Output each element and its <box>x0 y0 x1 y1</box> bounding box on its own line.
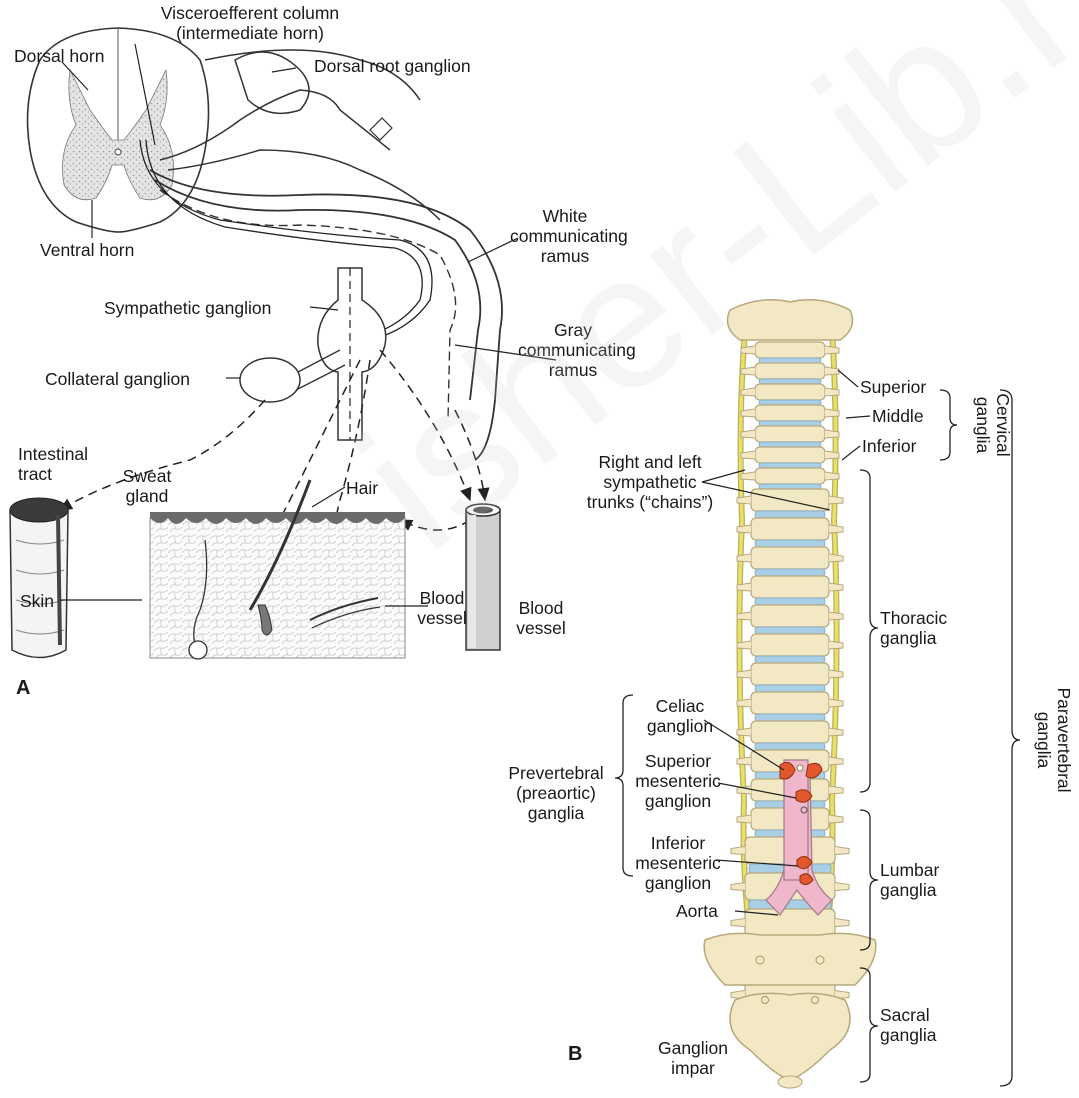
label-middle-cervical: Middle <box>872 406 924 426</box>
label-lumbar-ganglia: Lumbar ganglia <box>880 860 970 900</box>
label-ganglion-impar: Ganglion impar <box>648 1038 738 1078</box>
skin-block-shape <box>150 480 405 659</box>
label-ventral-horn: Ventral horn <box>40 240 134 260</box>
intervertebral-disc <box>759 400 821 405</box>
intervertebral-disc <box>755 540 825 547</box>
intervertebral-disc <box>759 379 821 384</box>
vertebra <box>755 426 825 442</box>
intestinal-tract-shape <box>10 498 68 658</box>
intervertebral-disc <box>755 743 825 750</box>
panel-a-artwork <box>10 28 556 659</box>
label-aorta: Aorta <box>676 901 718 921</box>
label-blood-vessel-skin: Blood vessel <box>406 588 478 628</box>
vertebra <box>751 518 829 540</box>
label-superior-cervical: Superior <box>860 377 926 397</box>
intervertebral-disc <box>755 627 825 634</box>
vertebra <box>755 363 825 379</box>
vertebra <box>751 547 829 569</box>
label-sacral-ganglia: Sacral ganglia <box>880 1005 970 1045</box>
vertebra <box>751 605 829 627</box>
vertebra <box>755 447 825 463</box>
intervertebral-disc <box>759 442 821 447</box>
label-prevertebral-ganglia: Prevertebral (preaortic) ganglia <box>496 763 616 823</box>
label-cervical-ganglia: Cervical ganglia <box>973 375 1013 475</box>
label-inferior-mesenteric-ganglion: Inferior mesenteric ganglion <box>628 833 728 893</box>
label-superior-mesenteric-ganglion: Superior mesenteric ganglion <box>628 751 728 811</box>
label-blood-vessel: Blood vessel <box>505 598 577 638</box>
label-gray-communicating-ramus: Gray communicating ramus <box>518 320 628 380</box>
intervertebral-disc <box>755 656 825 663</box>
sympathetic-ganglion-shape <box>318 268 386 440</box>
label-inferior-cervical: Inferior <box>862 436 916 456</box>
intervertebral-disc <box>759 358 821 363</box>
blood-vessel-tube-shape <box>466 504 500 650</box>
panel-a-letter: A <box>16 677 30 700</box>
intervertebral-disc <box>755 511 825 518</box>
label-collateral-ganglion: Collateral ganglion <box>45 369 190 389</box>
label-celiac-ganglion: Celiac ganglion <box>630 696 730 736</box>
label-visceroefferent-column: Visceroefferent column (intermediate hor… <box>125 3 375 43</box>
dorsal-root-ganglion-shape <box>235 52 309 113</box>
label-dorsal-root-ganglion: Dorsal root ganglion <box>314 56 471 76</box>
vertebra <box>751 721 829 743</box>
collateral-ganglion-shape <box>240 358 300 402</box>
intervertebral-disc <box>755 598 825 605</box>
panel-b-letter: B <box>568 1043 582 1066</box>
label-intestinal-tract: Intestinal tract <box>18 444 88 484</box>
intervertebral-disc <box>759 463 821 468</box>
label-thoracic-ganglia: Thoracic ganglia <box>880 608 970 648</box>
intervertebral-disc <box>755 685 825 692</box>
intervertebral-disc <box>755 569 825 576</box>
sacrum <box>730 993 850 1080</box>
vertebral-column <box>731 342 849 1017</box>
intervertebral-disc <box>759 421 821 426</box>
vertebra <box>751 663 829 685</box>
label-sympathetic-trunks: Right and left sympathetic trunks (“chai… <box>575 452 725 512</box>
skull-base <box>728 300 853 340</box>
vertebra <box>755 342 825 358</box>
label-paravertebral-ganglia: Paravertebral ganglia <box>1030 665 1074 815</box>
vertebra <box>755 384 825 400</box>
vertebra <box>755 468 825 484</box>
vertebra <box>751 634 829 656</box>
intervertebral-disc <box>755 714 825 721</box>
label-sweat-gland: Sweat gland <box>112 466 182 506</box>
vertebra <box>755 405 825 421</box>
vertebra <box>751 576 829 598</box>
label-white-communicating-ramus: White communicating ramus <box>510 206 620 266</box>
vertebra <box>751 692 829 714</box>
intervertebral-disc <box>759 484 821 489</box>
label-sympathetic-ganglion: Sympathetic ganglion <box>104 298 271 318</box>
label-hair: Hair <box>346 478 378 498</box>
label-dorsal-horn: Dorsal horn <box>14 46 104 66</box>
panel-b-artwork <box>615 300 1020 1088</box>
label-skin: Skin <box>20 591 54 611</box>
